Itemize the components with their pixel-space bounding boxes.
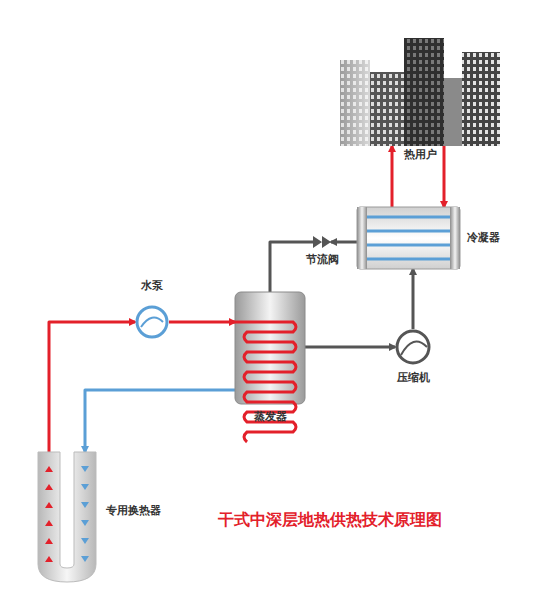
building-group-shape — [340, 38, 500, 146]
pipe-connector — [49, 322, 135, 452]
evaporator: 蒸发器 — [235, 292, 305, 404]
pipe-connector — [391, 146, 394, 207]
building-group: 热用户 — [340, 38, 500, 146]
compressor-shape — [395, 329, 431, 365]
node-label: 专用换热器 — [106, 504, 161, 518]
throttle-valve-shape — [313, 236, 331, 248]
pipe-connector — [443, 146, 446, 207]
pipe-connector — [85, 390, 235, 452]
pipe-connector — [412, 269, 415, 329]
heat-exchanger-shape — [38, 452, 96, 582]
node-label: 蒸发器 — [254, 410, 287, 424]
node-label: 节流阀 — [306, 253, 339, 267]
pipe-connector — [305, 346, 395, 349]
evaporator-shape — [235, 292, 305, 404]
pipe-connector — [270, 242, 313, 292]
heat-exchanger: 专用换热器 — [38, 452, 96, 582]
throttle-valve: 节流阀 — [313, 236, 331, 248]
node-label: 水泵 — [141, 279, 163, 293]
node-label: 压缩机 — [397, 371, 430, 385]
node-label: 冷凝器 — [467, 231, 500, 245]
pipe-connector — [169, 321, 235, 324]
compressor: 压缩机 — [395, 329, 431, 365]
diagram-title: 干式中深层地热供热技术原理图 — [218, 510, 442, 531]
condenser: 冷凝器 — [357, 207, 460, 269]
water-pump-shape — [135, 305, 169, 339]
condenser-shape — [357, 207, 460, 269]
water-pump: 水泵 — [135, 305, 169, 339]
pipe-connector — [331, 241, 357, 244]
node-label: 热用户 — [404, 148, 437, 162]
